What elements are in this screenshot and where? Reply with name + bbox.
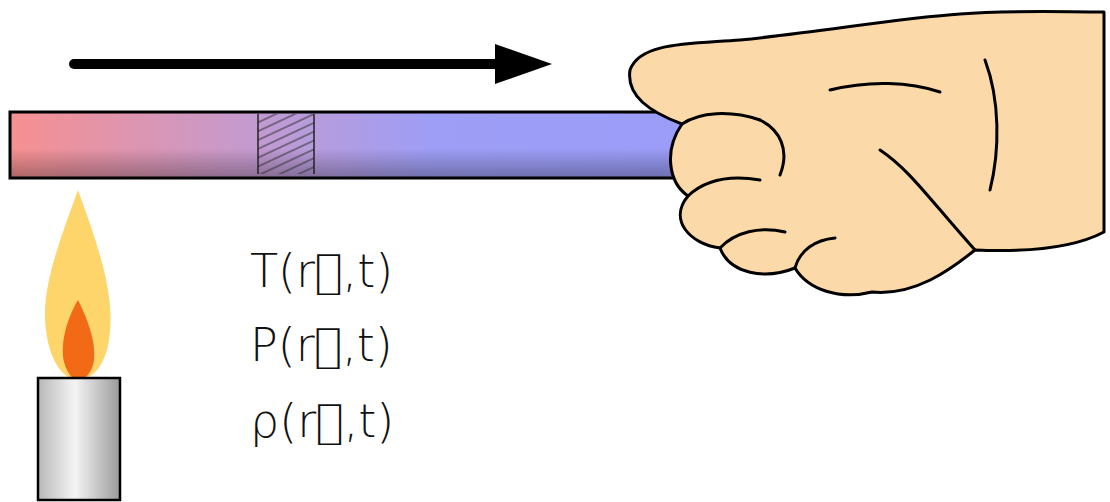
- rod: [10, 112, 710, 178]
- volume-element: [258, 114, 314, 174]
- field-label: T(r⃗,t): [250, 248, 393, 294]
- hand: [630, 12, 1104, 295]
- motion-arrow: [74, 44, 552, 84]
- field-label: ρ(r⃗,t): [250, 398, 394, 444]
- field-label: P(r⃗,t): [250, 322, 393, 368]
- candle: [38, 190, 120, 500]
